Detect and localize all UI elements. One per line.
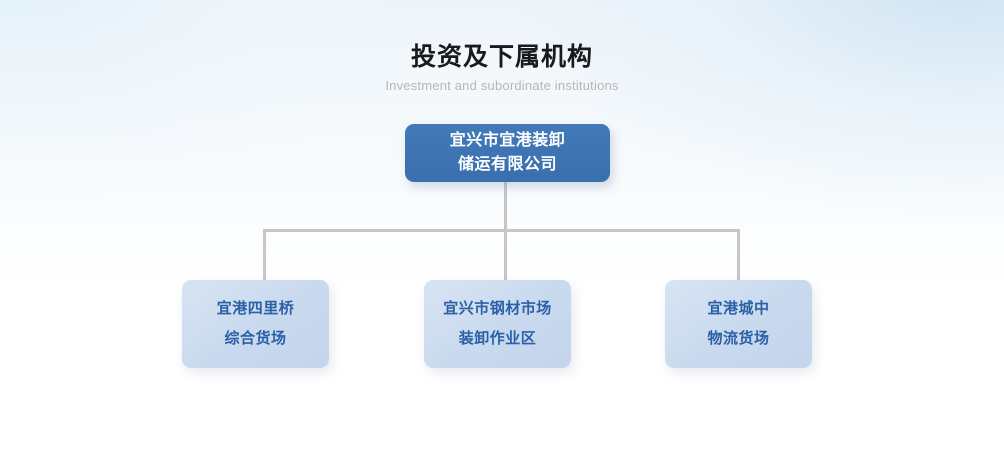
org-node-child-1-label: 宜港四里桥 综合货场 [216, 300, 295, 347]
org-node-child-3-label: 宜港城中 物流货场 [707, 300, 770, 347]
org-node-root-label: 宜兴市宜港装卸 储运有限公司 [449, 132, 566, 173]
org-node-child-2-label: 宜兴市钢材市场 装卸作业区 [443, 300, 552, 347]
connector-horizontal-bar [263, 229, 740, 232]
page-title: 投资及下属机构 [410, 43, 593, 71]
org-node-root[interactable]: 宜兴市宜港装卸 储运有限公司 [405, 124, 610, 182]
page-header: 投资及下属机构 Investment and subordinate insti… [0, 42, 1004, 94]
page-subtitle: Investment and subordinate institutions [385, 78, 619, 93]
connector-root-vertical [504, 182, 507, 232]
org-node-child-2[interactable]: 宜兴市钢材市场 装卸作业区 [424, 280, 571, 368]
connector-branch-right [737, 229, 740, 281]
org-node-child-1[interactable]: 宜港四里桥 综合货场 [182, 280, 329, 368]
connector-branch-left [263, 229, 266, 281]
connector-branch-center [504, 229, 507, 281]
org-node-child-3[interactable]: 宜港城中 物流货场 [665, 280, 812, 368]
